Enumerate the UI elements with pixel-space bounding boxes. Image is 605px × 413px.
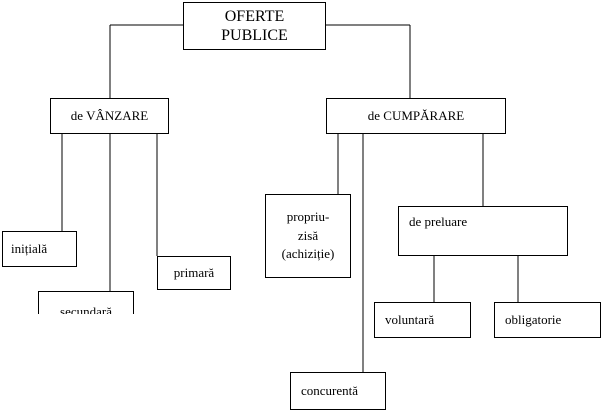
node-initial-label: inițială [11,240,48,256]
node-root: OFERTE PUBLICE [183,2,326,50]
node-root-line1: OFERTE [224,7,285,25]
node-sale: de VÂNZARE [50,98,169,134]
node-mandatory-label: obligatorie [505,311,562,327]
node-voluntary: voluntară [374,302,471,338]
node-proper-line3: (achiziție) [281,246,335,262]
node-secondary: secundară [38,291,134,314]
node-purchase: de CUMPĂRARE [326,98,506,134]
node-sale-label: de VÂNZARE [70,107,149,123]
node-proper-line2: zisă [297,227,319,243]
node-primary-label: primară [173,264,215,280]
node-primary: primară [157,256,231,290]
node-proper-line1: propriu- [286,208,330,224]
node-voluntary-label: voluntară [385,311,435,327]
node-proper: propriu- zisă (achiziție) [265,194,351,278]
node-root-line2: PUBLICE [221,27,288,44]
node-competing-label: concurentă [301,382,359,398]
node-mandatory: obligatorie [494,302,601,338]
node-secondary-label: secundară [60,304,112,314]
node-initial: inițială [2,231,77,267]
node-purchase-label: de CUMPĂRARE [367,107,465,123]
node-takeover-label: de preluare [409,214,468,229]
node-competing: concurentă [290,372,386,410]
node-takeover: de preluare [398,206,568,256]
